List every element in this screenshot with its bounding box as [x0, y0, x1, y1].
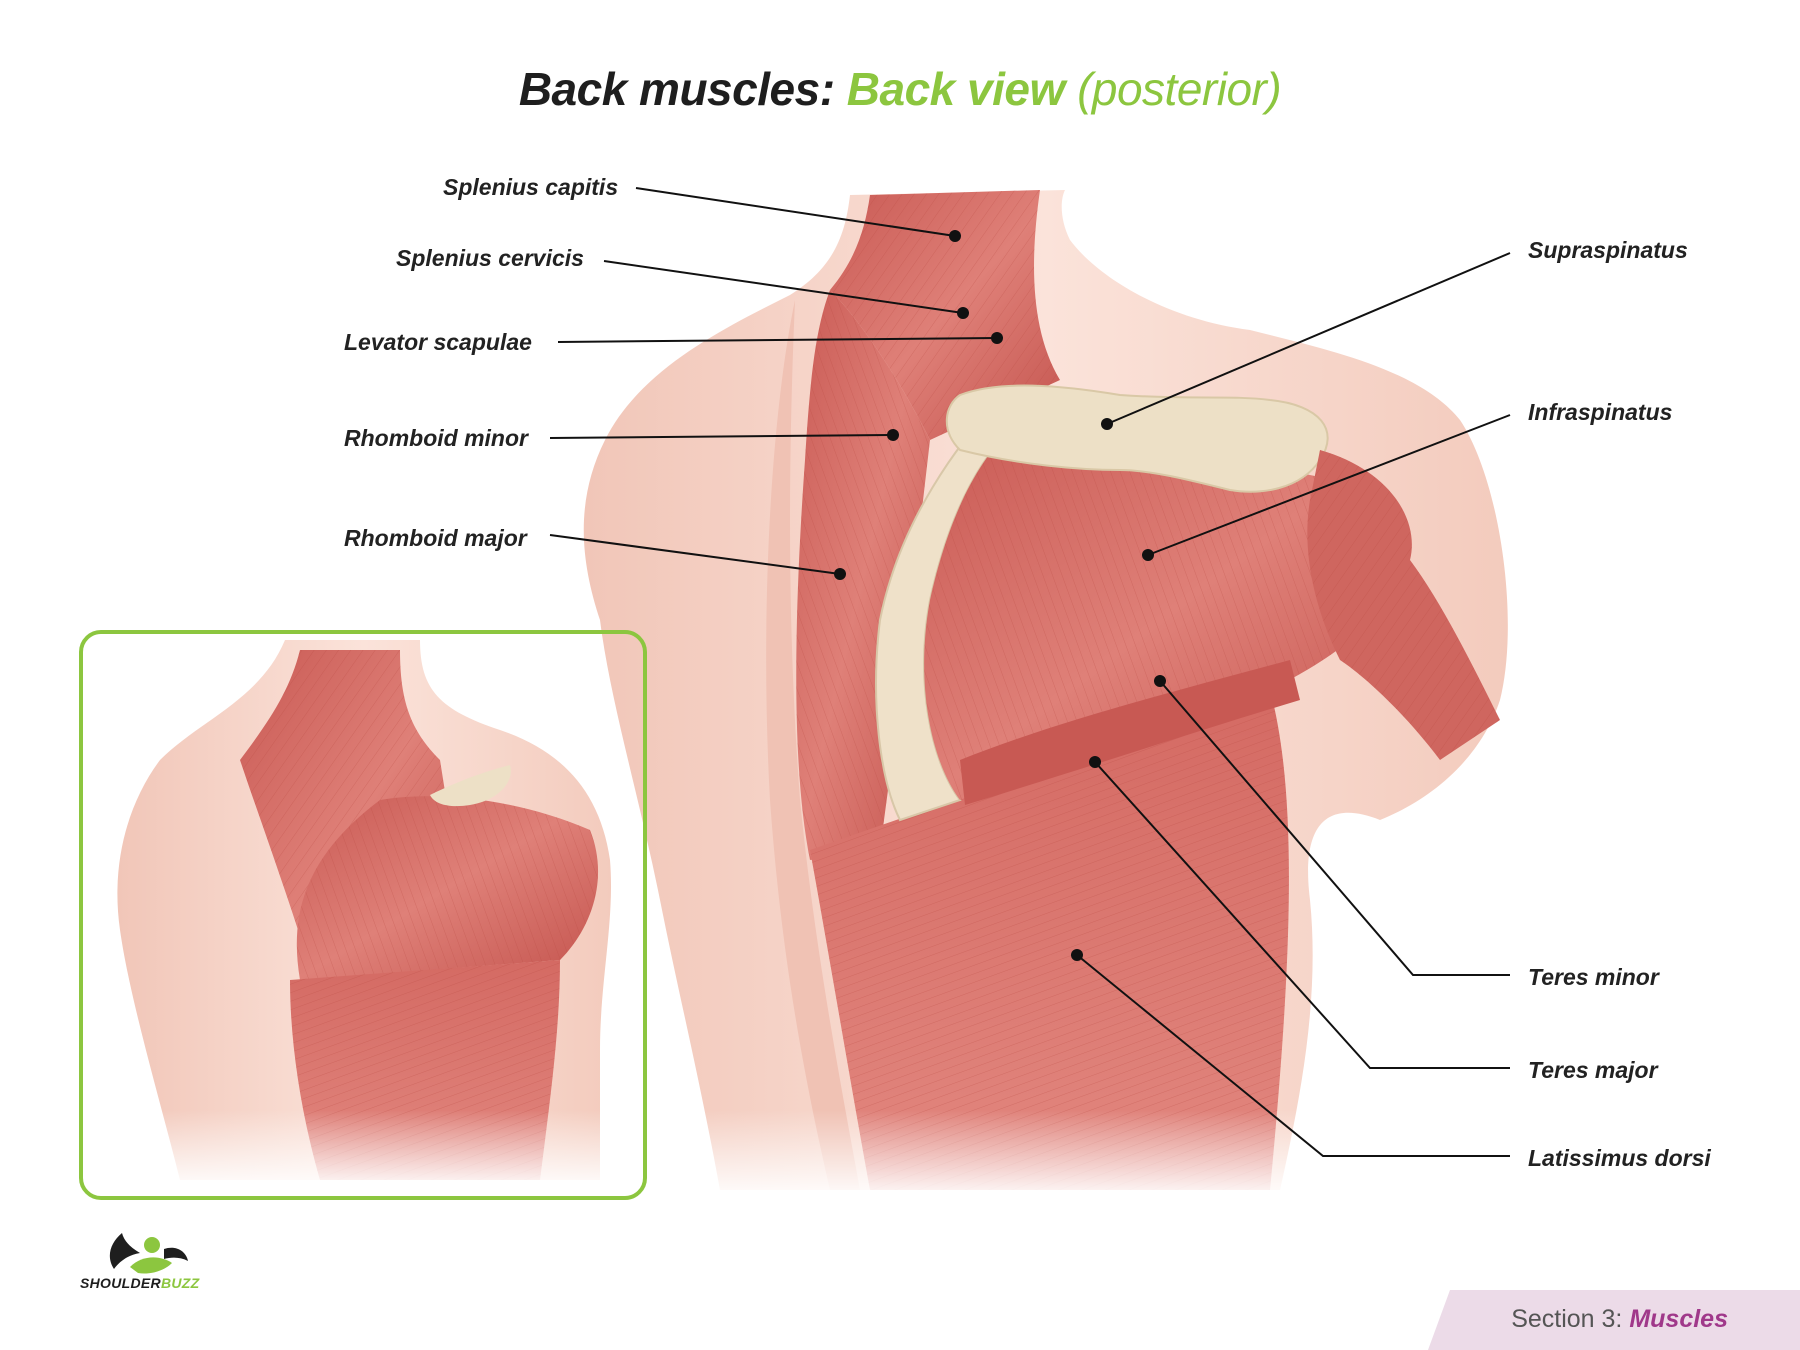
page-title: Back muscles: Back view (posterior): [0, 62, 1800, 116]
pin-supraspinatus: [1101, 418, 1113, 430]
label-rhomboid-major: Rhomboid major: [344, 525, 527, 551]
logo-name-part-1: SHOULDER: [80, 1275, 161, 1291]
label-splenius-capitis: Splenius capitis: [443, 174, 619, 200]
section-prefix: Section 3:: [1511, 1305, 1623, 1333]
pin-teres-minor: [1154, 675, 1166, 687]
section-name: Muscles: [1629, 1305, 1728, 1333]
label-infraspinatus: Infraspinatus: [1528, 399, 1673, 425]
pin-infraspinatus: [1142, 549, 1154, 561]
label-teres-major: Teres major: [1528, 1057, 1658, 1083]
pin-teres-major: [1089, 756, 1101, 768]
title-part-1: Back muscles: [518, 63, 820, 115]
pin-latissimus-dorsi: [1071, 949, 1083, 961]
label-levator-scapulae: Levator scapulae: [344, 329, 532, 355]
pin-splenius-cervicis: [957, 307, 969, 319]
label-latissimus-dorsi: Latissimus dorsi: [1528, 1145, 1711, 1171]
shoulderbuzz-logo-text: SHOULDERBUZZ: [80, 1275, 200, 1291]
pin-rhomboid-major: [834, 568, 846, 580]
teres-band: [960, 660, 1300, 805]
pin-rhomboid-minor: [887, 429, 899, 441]
label-supraspinatus: Supraspinatus: [1528, 237, 1688, 263]
shoulderbuzz-logo-icon: [109, 1233, 188, 1274]
label-splenius-cervicis: Splenius cervicis: [396, 245, 584, 271]
spine-strip: [766, 300, 860, 1190]
label-teres-minor: Teres minor: [1528, 964, 1659, 990]
pin-levator-scapulae: [991, 332, 1003, 344]
acromion-bone: [945, 384, 1329, 493]
title-part-3: (posterior): [1077, 63, 1282, 115]
title-colon: :: [819, 63, 835, 115]
inset-figure: [90, 640, 640, 1190]
section-label: Section 3: Muscles: [1511, 1305, 1728, 1334]
inset-frame: [79, 630, 647, 1200]
label-rhomboid-minor: Rhomboid minor: [344, 425, 528, 451]
title-part-2: Back view: [846, 63, 1065, 115]
pin-splenius-capitis: [949, 230, 961, 242]
section-tab: [1428, 1290, 1800, 1350]
logo-name-part-2: BUZZ: [160, 1275, 200, 1291]
